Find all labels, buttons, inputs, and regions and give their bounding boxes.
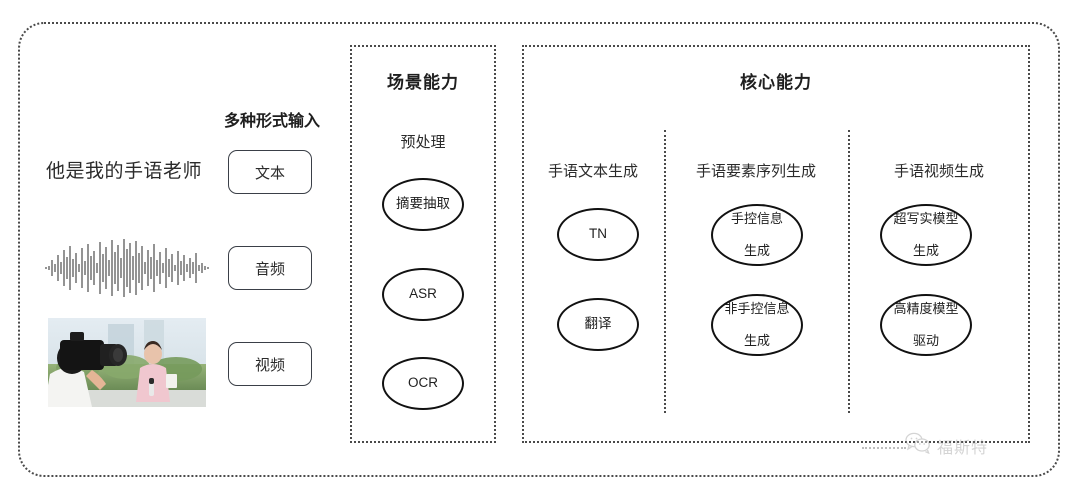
waveform-icon bbox=[44, 236, 210, 300]
node-label-line2: 生成 bbox=[912, 242, 939, 258]
input-section-heading: 多种形式输入 bbox=[223, 113, 320, 130]
node-tn[interactable]: TN bbox=[557, 208, 639, 261]
node-label: 翻译 bbox=[584, 316, 612, 332]
scene-capability-panel bbox=[350, 45, 496, 443]
node-high-precision-model-driving[interactable]: 高精度模型 驱动 bbox=[880, 294, 972, 356]
outer-frame bbox=[18, 22, 1060, 477]
node-label-line1: 手控信息 bbox=[730, 211, 783, 227]
node-translation[interactable]: 翻译 bbox=[557, 298, 639, 351]
modality-box-video[interactable]: 视频 bbox=[228, 342, 312, 386]
wechat-logo-icon bbox=[905, 432, 931, 459]
node-ocr[interactable]: OCR bbox=[382, 357, 464, 410]
node-label: ASR bbox=[409, 286, 437, 302]
node-label: 超写实模型 生成 bbox=[889, 211, 962, 259]
node-label: TN bbox=[589, 226, 607, 242]
core-capability-panel bbox=[522, 45, 1030, 443]
core-column-header-sign-text-generation: 手语文本生成 bbox=[547, 163, 638, 180]
modality-box-audio[interactable]: 音频 bbox=[228, 246, 312, 290]
core-column-divider-1 bbox=[664, 130, 666, 413]
node-non-manual-info-generation[interactable]: 非手控信息 生成 bbox=[711, 294, 803, 356]
node-label-line2: 生成 bbox=[743, 332, 770, 348]
node-label-line1: 非手控信息 bbox=[724, 301, 790, 317]
preprocessing-group-label: 预处理 bbox=[400, 134, 446, 151]
node-label: 手控信息 生成 bbox=[727, 211, 787, 259]
node-label-line1: 高精度模型 bbox=[893, 301, 959, 317]
node-label-line2: 生成 bbox=[743, 242, 770, 258]
node-manual-info-generation[interactable]: 手控信息 生成 bbox=[711, 204, 803, 266]
node-asr[interactable]: ASR bbox=[382, 268, 464, 321]
example-sentence: 他是我的手语老师 bbox=[46, 161, 203, 182]
core-column-header-sign-element-sequence-generation: 手语要素序列生成 bbox=[695, 163, 816, 180]
scene-capability-title: 场景能力 bbox=[387, 73, 459, 92]
watermark: 福斯特 bbox=[905, 432, 988, 459]
node-label: 非手控信息 生成 bbox=[720, 301, 793, 349]
watermark-text: 福斯特 bbox=[937, 439, 989, 457]
node-label: 摘要抽取 bbox=[396, 196, 450, 212]
node-label: OCR bbox=[408, 375, 438, 391]
node-hyperrealistic-model-generation[interactable]: 超写实模型 生成 bbox=[880, 204, 972, 266]
watermark-dotted-lead bbox=[862, 447, 906, 449]
node-label-line1: 超写实模型 bbox=[893, 211, 959, 227]
core-column-divider-2 bbox=[848, 130, 850, 413]
modality-box-text[interactable]: 文本 bbox=[228, 150, 312, 194]
core-capability-title: 核心能力 bbox=[740, 73, 812, 92]
core-column-header-sign-video-generation: 手语视频生成 bbox=[893, 163, 984, 180]
node-label-line2: 驱动 bbox=[912, 332, 939, 348]
node-abstract-extraction[interactable]: 摘要抽取 bbox=[382, 178, 464, 231]
video-thumbnail-icon bbox=[48, 318, 206, 407]
node-label: 高精度模型 驱动 bbox=[889, 301, 962, 349]
